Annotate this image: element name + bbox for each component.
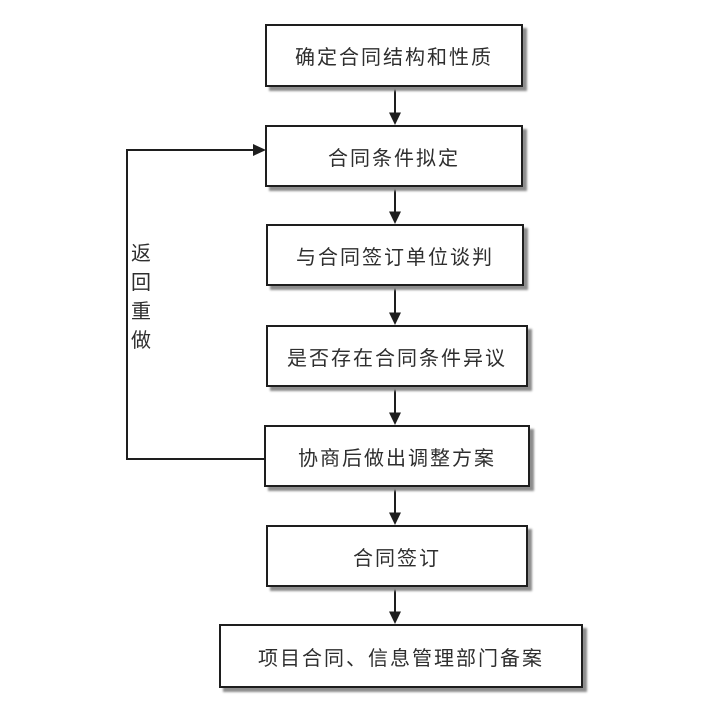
flow-node-determine-contract-structure: 确定合同结构和性质 (265, 24, 523, 87)
flow-node-draft-contract-terms: 合同条件拟定 (265, 125, 523, 187)
flow-node-check-term-objections: 是否存在合同条件异议 (266, 325, 528, 387)
flow-node-filing-with-management-dept: 项目合同、信息管理部门备案 (219, 624, 583, 688)
feedback-loop-label: 返回重做 (131, 243, 151, 352)
arrow-n3-n4 (389, 286, 401, 325)
arrow-n4-n5 (389, 387, 401, 425)
arrow-n1-n2 (389, 87, 401, 125)
arrow-n5-n6 (389, 487, 401, 525)
arrow-n6-n7 (389, 587, 401, 624)
flow-node-negotiate-with-signing-unit: 与合同签订单位谈判 (266, 224, 524, 286)
arrow-n2-n3 (389, 187, 401, 224)
feedback-loop-connector (126, 144, 266, 460)
flow-node-adjustment-plan: 协商后做出调整方案 (264, 425, 530, 487)
flow-node-contract-signing: 合同签订 (266, 525, 528, 587)
